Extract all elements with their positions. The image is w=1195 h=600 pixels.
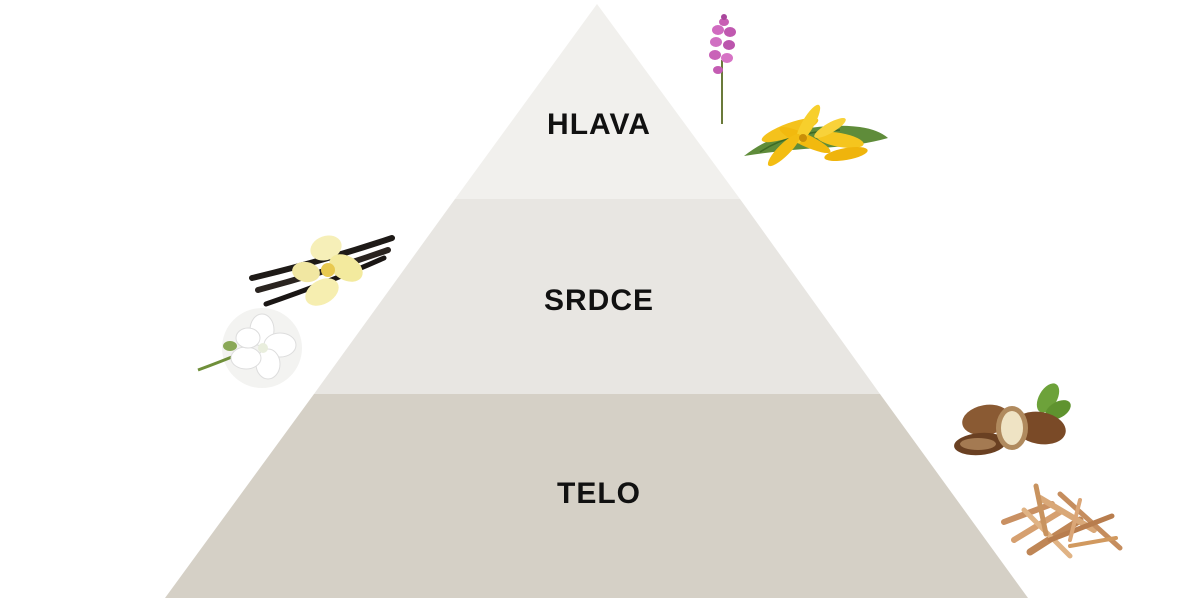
argan-nuts-icon bbox=[954, 383, 1071, 456]
pyramid-layer-base bbox=[165, 394, 1028, 598]
layer-label-middle: SRDCE bbox=[544, 284, 654, 317]
pyramid-layer-top bbox=[455, 4, 740, 199]
layer-label-base: TELO bbox=[557, 477, 641, 510]
layer-label-top: HLAVA bbox=[547, 108, 651, 141]
jasmine-flower-icon bbox=[197, 308, 302, 388]
ylang-ylang-flower-icon bbox=[744, 104, 888, 167]
pyramid-layer-middle bbox=[314, 199, 880, 394]
vanilla-pods-icon bbox=[249, 235, 395, 307]
sandalwood-chips-icon bbox=[1001, 483, 1123, 559]
orchid-flower-icon bbox=[709, 14, 736, 124]
pyramid bbox=[165, 4, 1028, 598]
